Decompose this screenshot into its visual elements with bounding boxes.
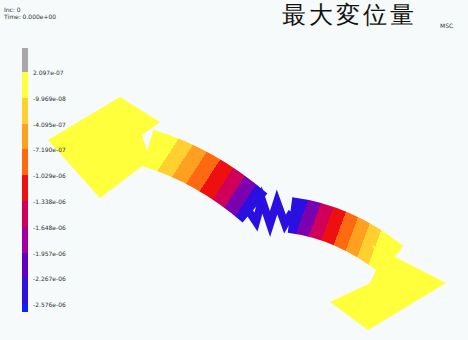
legend-swatch bbox=[22, 124, 28, 150]
legend-value: -1.029e-06 bbox=[33, 172, 66, 179]
legend-swatch bbox=[22, 201, 28, 227]
legend-swatch bbox=[22, 149, 28, 175]
time-label: Time: 0.000e+00 bbox=[4, 13, 56, 20]
legend-value: -1.957e-06 bbox=[33, 250, 66, 257]
logo-text: MSC bbox=[440, 22, 453, 29]
title-text: 最大変位量 bbox=[282, 0, 417, 31]
legend-swatch bbox=[22, 175, 28, 201]
legend-swatch bbox=[22, 253, 28, 279]
legend-swatch bbox=[22, 304, 28, 312]
legend-value: 2.097e-07 bbox=[33, 69, 64, 76]
legend-value: -2.576e-06 bbox=[33, 301, 66, 308]
legend-swatch bbox=[22, 72, 28, 98]
legend-value: -2.267e-06 bbox=[33, 275, 66, 282]
increment-label: Inc: 0 bbox=[4, 6, 21, 13]
legend-value: -4.095e-07 bbox=[33, 121, 66, 128]
legend-swatch bbox=[22, 278, 28, 304]
legend-value: -9.969e-08 bbox=[33, 95, 66, 102]
legend-swatch bbox=[22, 98, 28, 124]
legend-value: -1.648e-06 bbox=[33, 224, 66, 231]
legend-value: -1.338e-06 bbox=[33, 198, 66, 205]
legend-value: -7.190e-07 bbox=[33, 146, 66, 153]
legend-swatch bbox=[22, 227, 28, 253]
